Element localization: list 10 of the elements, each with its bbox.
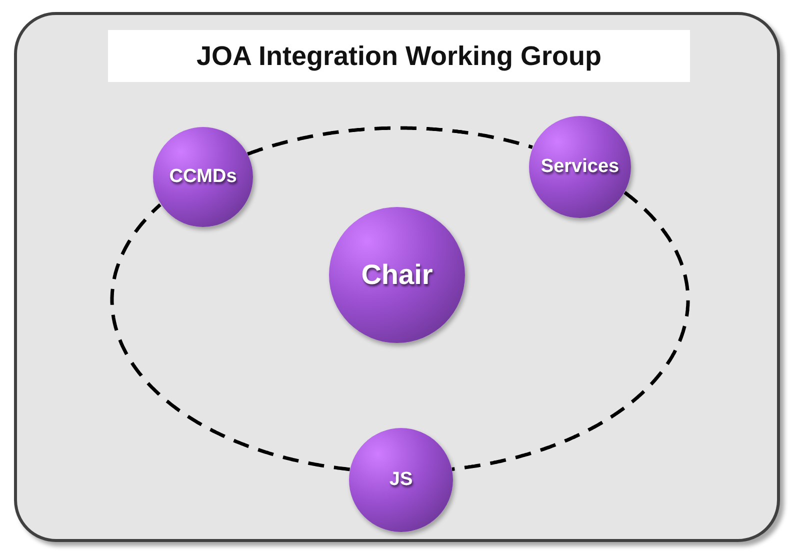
member-label: CCMDs xyxy=(169,166,237,188)
title-banner: JOA Integration Working Group xyxy=(108,30,690,82)
member-label: JS xyxy=(389,469,413,491)
member-circle xyxy=(153,127,253,227)
dashed-connector xyxy=(452,191,690,471)
member-label: Services xyxy=(540,156,620,178)
dashed-connector xyxy=(110,203,350,472)
dashed-connector xyxy=(246,126,534,156)
member-label: Chair xyxy=(361,259,433,291)
group-panel xyxy=(14,12,780,542)
